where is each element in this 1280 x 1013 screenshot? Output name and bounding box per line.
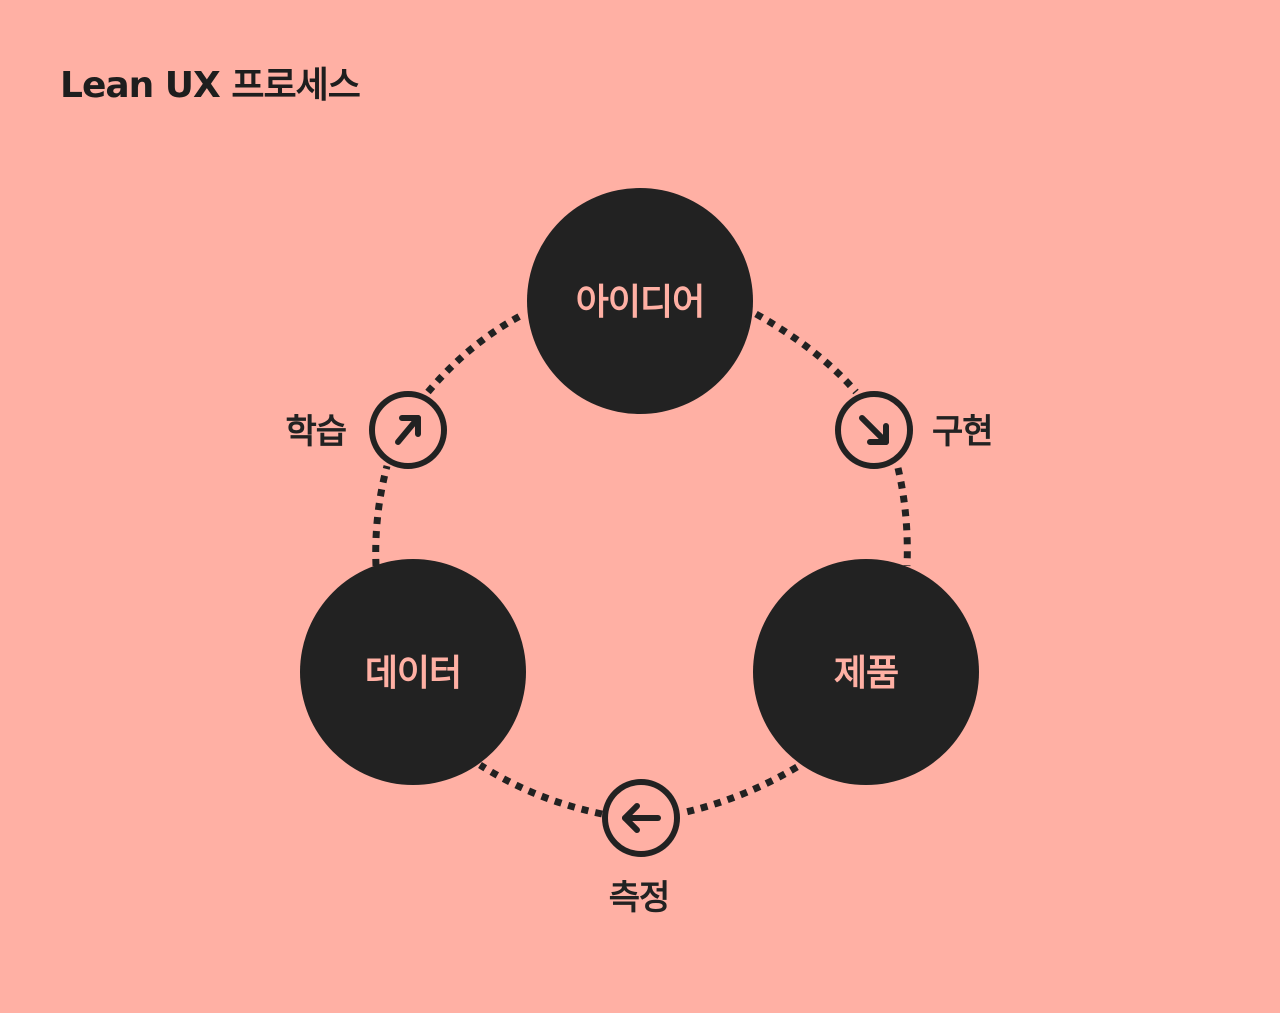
arrow-left-icon (622, 803, 661, 833)
connector-learn-to-idea (425, 310, 526, 395)
node-idea-label: 아이디어 (576, 282, 704, 323)
connector-data-to-learn (372, 465, 391, 567)
page-title: Lean UX 프로세스 (60, 65, 361, 106)
step-learn: 학습 (285, 391, 447, 469)
step-learn-label: 학습 (285, 412, 346, 452)
connector-measure-to-data (478, 762, 603, 818)
cycle-connectors (372, 310, 911, 818)
node-product-label: 제품 (834, 653, 898, 694)
node-idea: 아이디어 (527, 188, 753, 414)
step-measure-label: 측정 (609, 878, 670, 918)
connector-build-to-product (894, 467, 911, 567)
node-data-label: 데이터 (365, 653, 461, 694)
arrow-up-right-icon (395, 415, 421, 445)
connector-idea-to-build (754, 310, 859, 395)
step-build-label: 구현 (932, 412, 993, 452)
step-build: 구현 (835, 391, 994, 469)
step-measure: 측정 (602, 779, 680, 918)
connector-product-to-measure (685, 763, 799, 816)
arrow-down-right-icon (859, 415, 889, 445)
node-product: 제품 (753, 559, 979, 785)
node-data: 데이터 (300, 559, 526, 785)
